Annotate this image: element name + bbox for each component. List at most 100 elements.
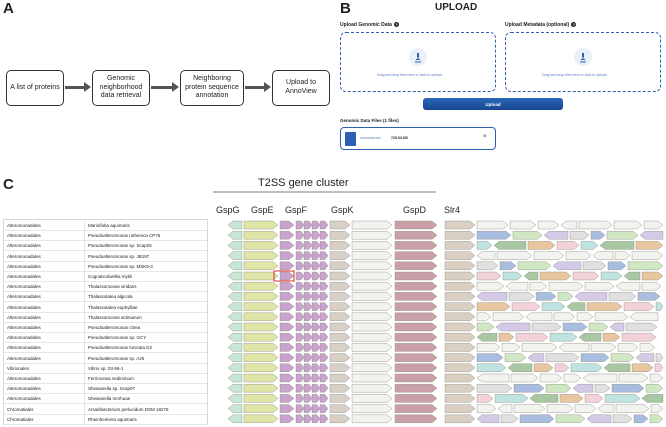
- gene-arrow-gspf-minor: [319, 231, 329, 240]
- gene-arrow-neighbor: [511, 302, 541, 311]
- gene-arrow-neighbor: [527, 353, 545, 362]
- close-icon[interactable]: ×: [483, 134, 487, 140]
- gene-arrow-neighbor: [476, 384, 513, 393]
- gene-arrow-gspf-minor: [319, 220, 329, 230]
- gene-arrow-gspf-minor: [295, 312, 305, 321]
- gene-arrow-neighbor: [529, 282, 548, 291]
- gene-arrow-neighbor: [641, 271, 664, 281]
- gene-arrow-neighbor: [543, 231, 569, 240]
- help-icon[interactable]: ?: [393, 22, 399, 28]
- gene-arrow-neighbor: [650, 404, 664, 413]
- gene-arrow-gspd: [394, 373, 438, 383]
- gene-arrow-neighbor: [627, 261, 664, 270]
- gene-arrow-gspf-minor: [303, 373, 313, 383]
- order-cell: Alteromonadales: [7, 386, 41, 392]
- gene-arrow-gspe: [243, 302, 279, 311]
- gene-arrow-neighbor: [476, 414, 500, 423]
- gene-arrow-gspf-minor: [295, 343, 305, 352]
- metadata-label-text: Upload Metadata (optional): [505, 22, 570, 28]
- gene-arrow-gspf-minor: [295, 261, 305, 270]
- gene-arrow-gspf: [279, 363, 295, 372]
- gene-arrow-neighbor: [537, 220, 560, 230]
- metadata-dropzone[interactable]: Drag and drop files here or click to upl…: [505, 32, 661, 92]
- gene-arrow-neighbor: [531, 322, 562, 332]
- gene-arrow-slr4: [444, 353, 476, 362]
- gene-arrow-slr4: [444, 231, 476, 240]
- flow-step-genomic: Genomic neighborhood data retrieval: [92, 70, 150, 106]
- file-card: annoview.csv 725.94 KB ×: [340, 127, 496, 150]
- gene-arrow-gspf-minor: [295, 322, 305, 332]
- gene-arrow-neighbor: [586, 302, 623, 311]
- highlight-box: [273, 270, 295, 282]
- gene-arrow-gspg: [227, 343, 243, 352]
- gene-arrow-gspd: [394, 394, 438, 403]
- gene-arrow-neighbor: [351, 384, 393, 393]
- upload-button[interactable]: Upload: [423, 98, 563, 110]
- dropzone-hint: Drag and drop files here or click to upl…: [377, 73, 442, 77]
- gene-label-gspf: GspF: [285, 205, 308, 215]
- gene-arrow-gspf-minor: [295, 414, 305, 423]
- gene-arrow-gspf-minor: [311, 231, 321, 240]
- gene-arrow-neighbor: [594, 312, 629, 321]
- gene-arrow-neighbor: [557, 292, 574, 301]
- file-name[interactable]: annoview.csv: [360, 136, 381, 140]
- gene-arrow-gspk: [329, 231, 351, 240]
- gene-arrow-neighbor: [578, 220, 613, 230]
- gene-arrow-neighbor: [476, 292, 508, 301]
- gene-arrow-neighbor: [541, 302, 566, 311]
- gene-arrow-gspf-minor: [311, 302, 321, 311]
- gene-arrow-slr4: [444, 302, 476, 311]
- gene-arrow-neighbor: [560, 220, 578, 230]
- gene-arrow-neighbor: [637, 292, 661, 301]
- gene-arrow-gspf-minor: [311, 271, 321, 281]
- gene-arrow-neighbor: [492, 312, 525, 321]
- gene-arrow-gspf-minor: [311, 220, 321, 230]
- gene-arrow-gspf: [279, 231, 295, 240]
- gene-arrow-gspf-minor: [319, 312, 329, 321]
- gene-arrow-neighbor: [512, 231, 543, 240]
- csv-file-icon: [345, 132, 356, 146]
- gene-arrow-neighbor: [584, 394, 604, 403]
- gene-arrow-gspf-minor: [295, 394, 305, 403]
- gene-arrow-neighbor: [621, 333, 657, 342]
- gene-arrow-gspd: [394, 312, 438, 321]
- gene-arrow-gspf: [279, 312, 295, 321]
- gene-arrow-neighbor: [582, 261, 607, 270]
- genomic-dropzone[interactable]: Drag and drop files here or click to upl…: [340, 32, 496, 92]
- help-icon[interactable]: ?: [571, 22, 577, 28]
- gene-arrow-neighbor: [510, 373, 539, 383]
- gene-arrow-neighbor: [496, 251, 533, 260]
- flow-arrow-1: [65, 82, 91, 92]
- gene-arrow-gspf-minor: [311, 363, 321, 372]
- order-cell: Alteromonadales: [7, 294, 41, 300]
- gene-arrow-neighbor: [545, 384, 572, 393]
- gene-arrow-gspf-minor: [319, 394, 329, 403]
- gene-arrow-gspg: [227, 251, 243, 260]
- species-cell: Marinifaba aquimaris: [88, 223, 130, 228]
- gene-arrow-gspg: [227, 292, 243, 301]
- gene-arrow-neighbor: [513, 384, 545, 393]
- gene-arrow-gspf: [279, 343, 295, 352]
- order-cell: Alteromonadales: [7, 243, 41, 249]
- gene-label-slr4: Slr4: [444, 205, 461, 215]
